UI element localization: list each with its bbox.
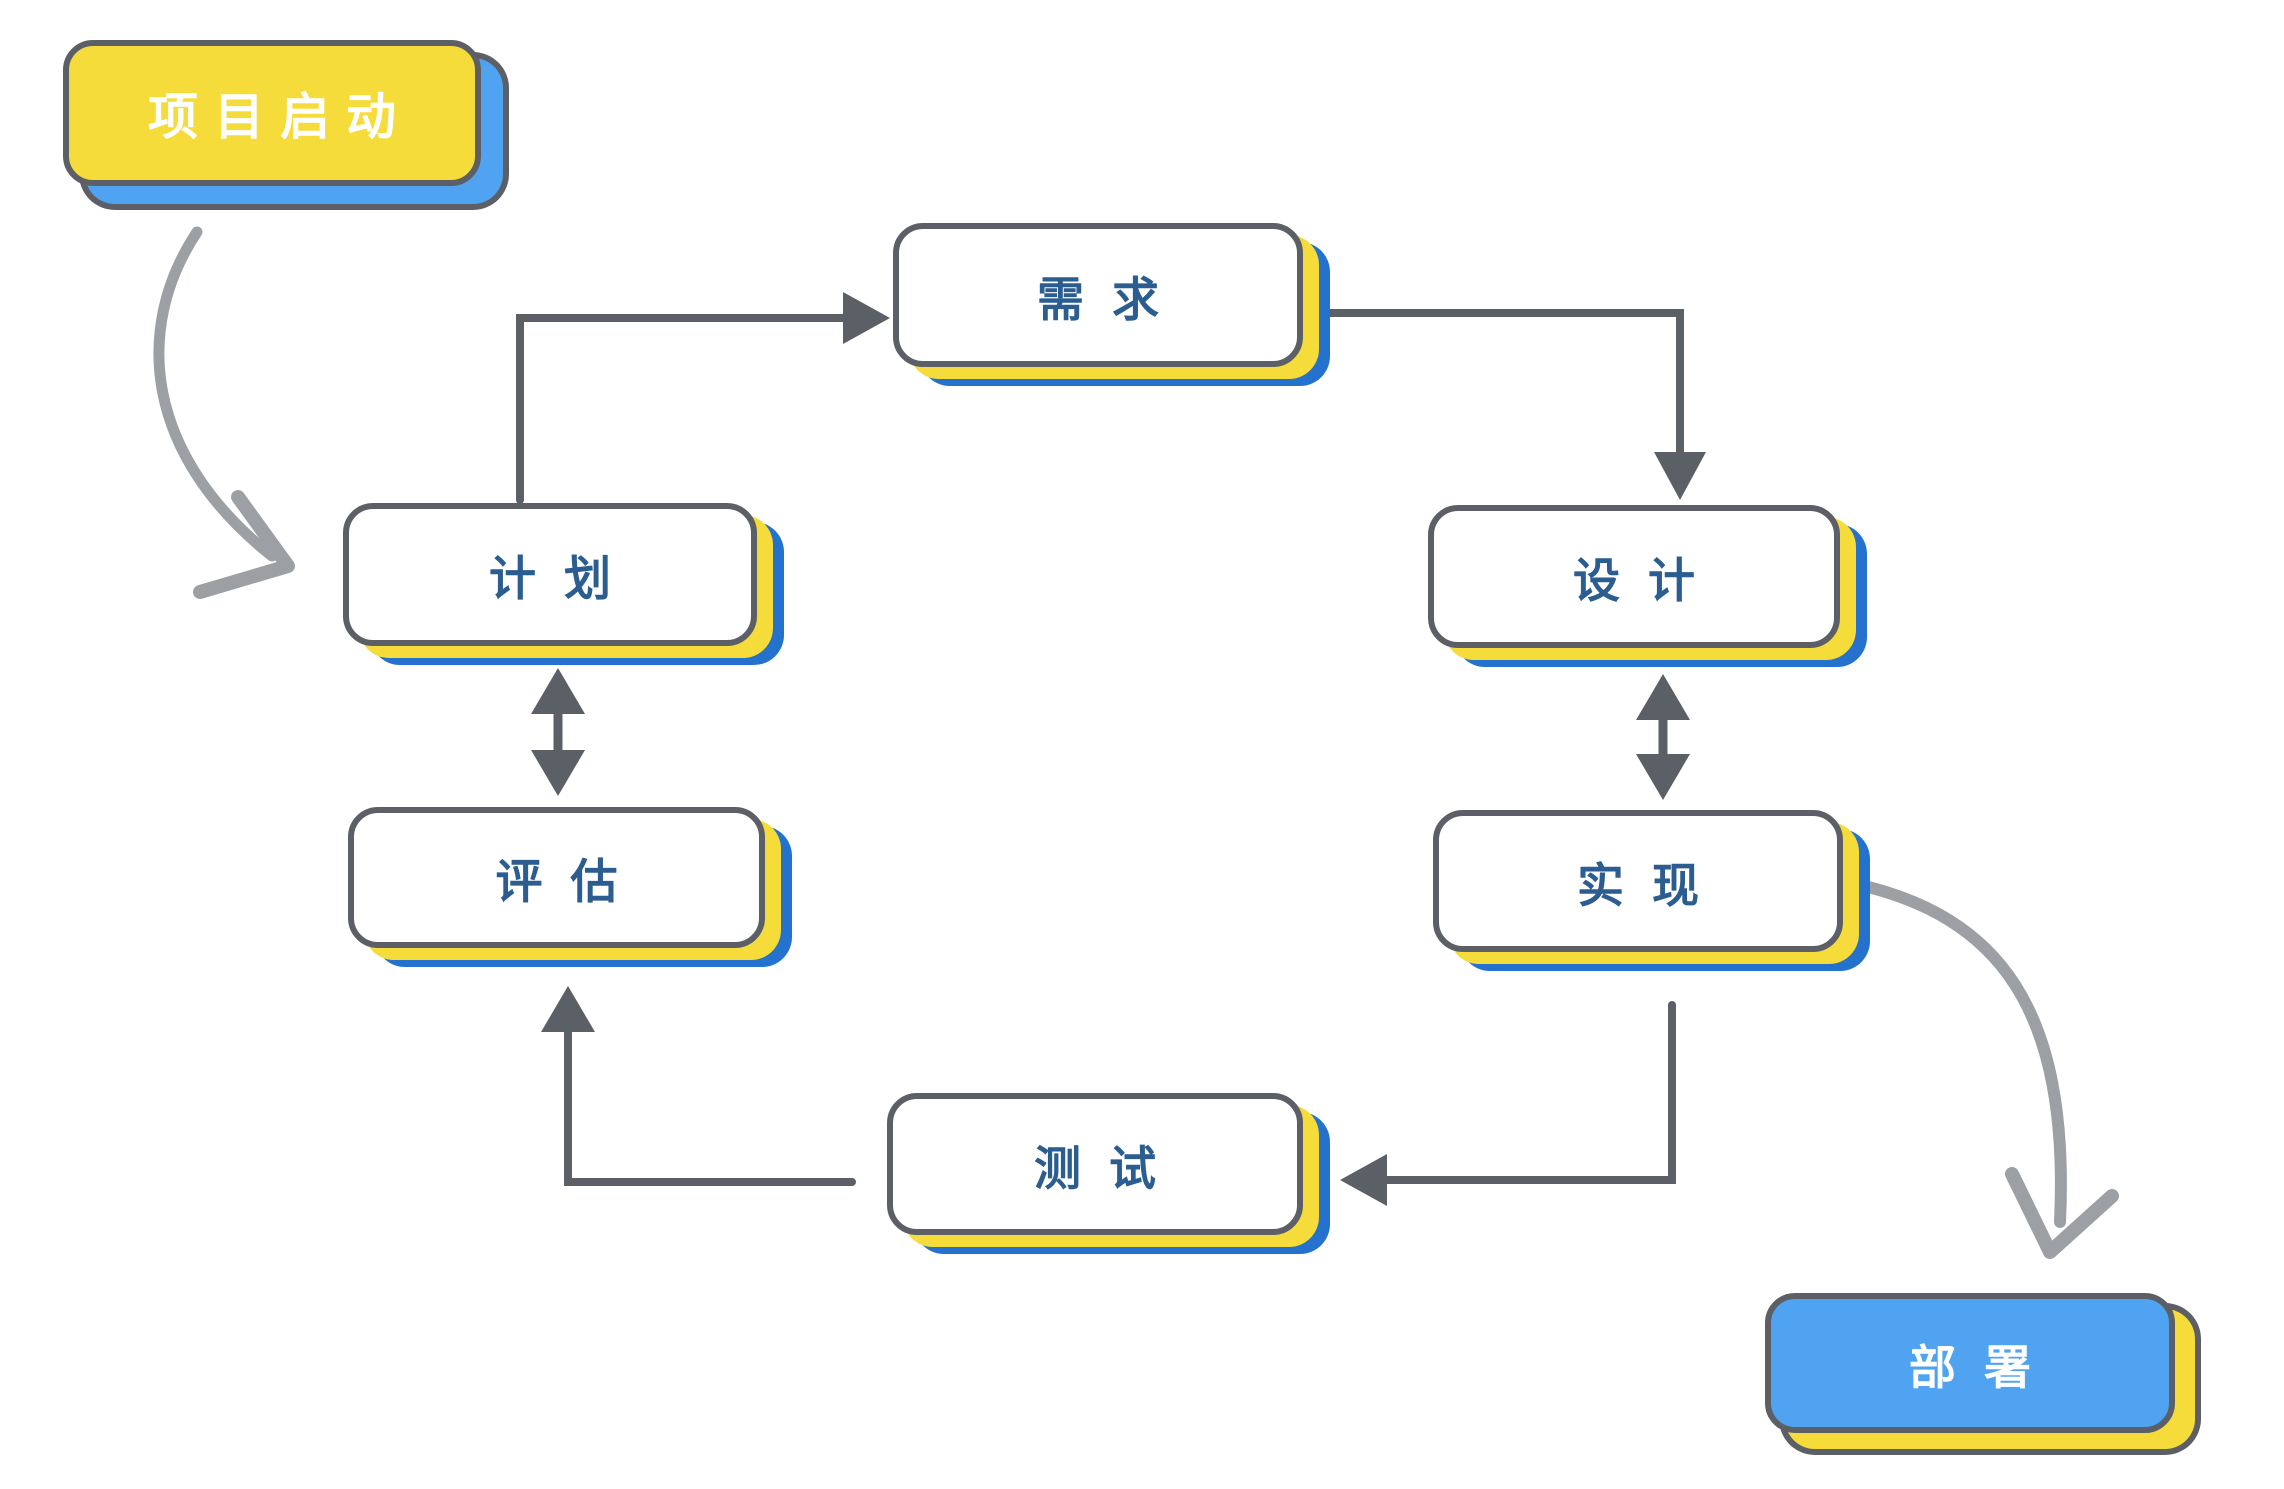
arrow-requirements-to-design (1308, 309, 1706, 500)
node-test: 测试 (887, 1093, 1303, 1235)
node-design: 设计 (1428, 505, 1840, 648)
node-deploy: 部署 (1765, 1293, 2175, 1433)
node-requirements-label: 需求 (1037, 272, 1187, 328)
arrow-test-to-evaluate (541, 986, 856, 1186)
arrow-design-implement-double (1636, 674, 1690, 800)
node-start-label: 项目启动 (148, 88, 412, 146)
node-evaluate: 评估 (348, 807, 765, 948)
arrow-implement-to-deploy (1850, 878, 2119, 1259)
arrow-implement-to-test (1340, 1001, 1676, 1206)
arrow-plan-to-requirements (516, 292, 890, 504)
node-implement: 实现 (1433, 810, 1843, 952)
node-deploy-label: 部署 (1909, 1340, 2059, 1396)
node-implement-label: 实现 (1577, 858, 1727, 914)
node-requirements: 需求 (893, 223, 1303, 367)
node-plan-label: 计划 (489, 552, 639, 607)
node-plan: 计划 (343, 503, 757, 646)
node-start: 项目启动 (63, 40, 481, 186)
node-design-label: 设计 (1573, 554, 1723, 609)
node-evaluate-label: 评估 (495, 855, 646, 910)
arrow-plan-evaluate-double (531, 668, 585, 796)
arrow-start-to-plan (153, 226, 295, 599)
node-test-label: 测试 (1034, 1141, 1184, 1197)
